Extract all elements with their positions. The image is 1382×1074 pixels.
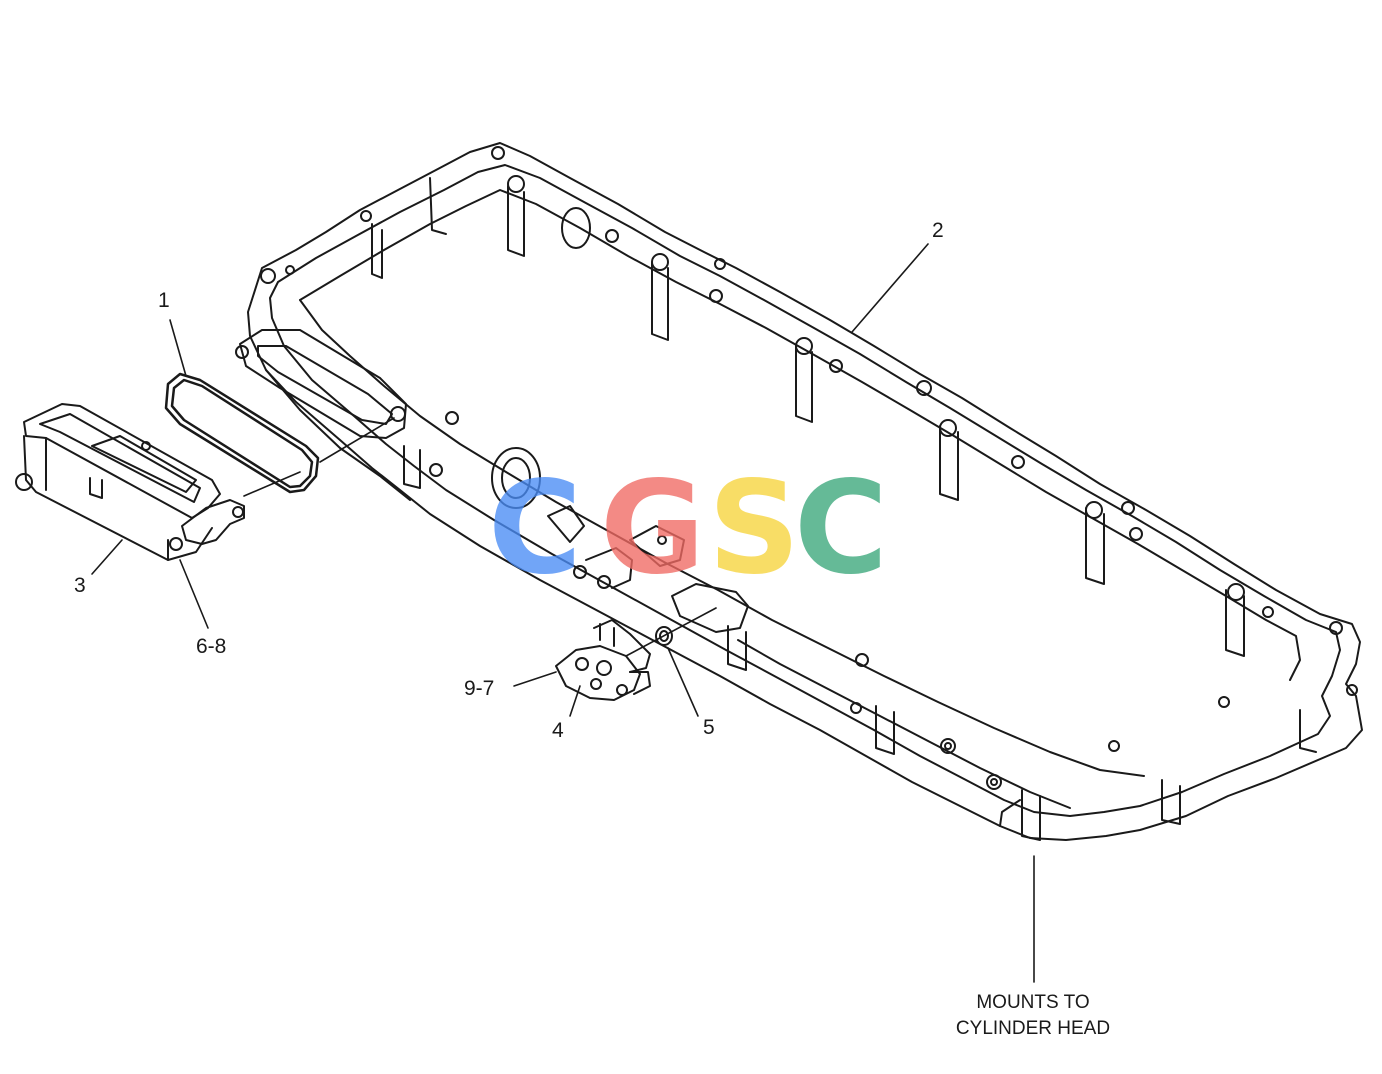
leader-lines	[91, 243, 1035, 983]
callout-valve-fasteners: 9-7	[464, 677, 495, 700]
callout-cover: 3	[74, 574, 86, 597]
o-ring	[655, 626, 673, 646]
callout-valve-assembly: 4	[552, 719, 564, 742]
mounting-note-line1: MOUNTS TO	[976, 992, 1090, 1013]
callout-o-ring: 5	[703, 716, 715, 739]
watermark-letter-s: S	[708, 454, 801, 603]
gasket-seal	[164, 372, 320, 494]
watermark-letter-c2: C	[794, 454, 888, 603]
callout-housing: 2	[932, 219, 944, 242]
inspection-cover	[15, 403, 245, 561]
watermark-letter-g: G	[600, 454, 706, 603]
callout-fasteners: 6-8	[196, 635, 227, 658]
mounting-note-line2: CYLINDER HEAD	[955, 1017, 1111, 1039]
mounting-note: MOUNTS TO CYLINDER HEAD	[940, 990, 1126, 1041]
callout-gasket: 1	[158, 289, 170, 312]
cgsc-watermark-logo: C G S C	[488, 465, 908, 593]
watermark-letter-c1: C	[488, 454, 582, 603]
cover-base-housing	[235, 142, 1363, 841]
